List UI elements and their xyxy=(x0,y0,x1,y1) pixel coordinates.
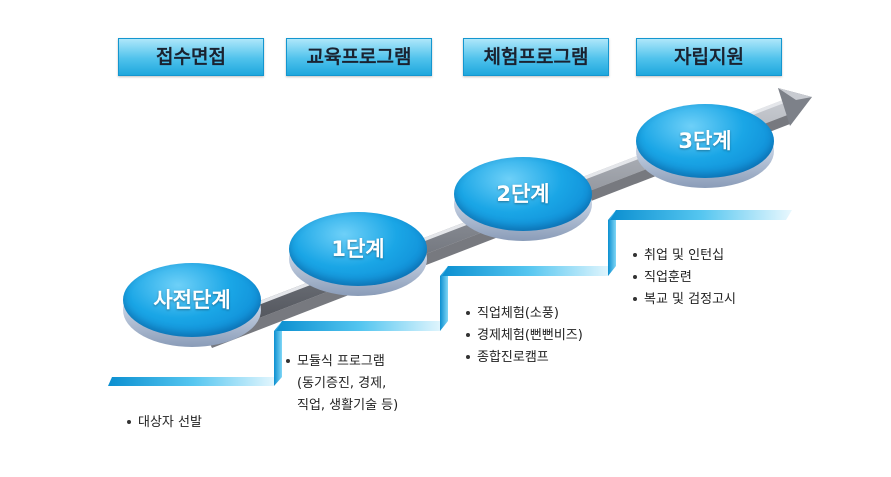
details-step2: 직업체험(소풍) 경제체험(뻔뻔비즈) 종합진로캠프 xyxy=(466,303,583,369)
disc-top xyxy=(636,104,774,178)
header-experience-program: 체험프로그램 xyxy=(463,38,609,76)
stage-disc-3: 3단계 xyxy=(636,104,774,188)
list-item: 직업체험(소풍) xyxy=(466,303,583,325)
bullet-icon xyxy=(633,296,637,301)
bullet-icon xyxy=(466,332,470,337)
bullet-icon xyxy=(466,354,470,359)
stage-disc-1: 1단계 xyxy=(289,212,427,296)
bullet-icon xyxy=(633,252,637,257)
disc-top xyxy=(123,263,261,337)
details-pre: 대상자 선발 xyxy=(127,412,202,434)
header-independence-support: 자립지원 xyxy=(636,38,782,76)
details-step3: 취업 및 인턴십 직업훈련 복교 및 검정고시 xyxy=(633,245,736,311)
header-education-program: 교육프로그램 xyxy=(286,38,432,76)
list-item-continuation: (동기증진, 경제, xyxy=(297,376,387,391)
list-item: 취업 및 인턴십 xyxy=(633,245,736,267)
bullet-icon xyxy=(633,274,637,279)
list-item: 직업훈련 xyxy=(633,267,736,289)
stage-label-pre: 사전단계 xyxy=(153,288,231,312)
list-item: 대상자 선발 xyxy=(127,412,202,434)
bullet-icon xyxy=(466,310,470,315)
stair-steps xyxy=(108,210,792,386)
stage-label-3: 3단계 xyxy=(678,129,732,153)
list-item: 모듈식 프로그램 xyxy=(286,351,398,373)
stage-label-1: 1단계 xyxy=(331,237,385,261)
list-item-continuation: 직업, 생활기술 등) xyxy=(297,398,399,413)
disc-top xyxy=(289,212,427,286)
bullet-icon xyxy=(127,419,131,424)
disc-top xyxy=(454,157,592,231)
list-item: 복교 및 검정고시 xyxy=(633,289,736,311)
details-step1: 모듈식 프로그램 (동기증진, 경제, 직업, 생활기술 등) xyxy=(286,351,398,417)
stage-disc-pre: 사전단계 xyxy=(123,263,261,347)
list-item: 종합진로캠프 xyxy=(466,347,583,369)
stage-disc-2: 2단계 xyxy=(454,157,592,241)
bullet-icon xyxy=(286,358,290,363)
list-item: 경제체험(뻔뻔비즈) xyxy=(466,325,583,347)
header-intake-interview: 접수면접 xyxy=(118,38,264,76)
stage-label-2: 2단계 xyxy=(496,182,550,206)
